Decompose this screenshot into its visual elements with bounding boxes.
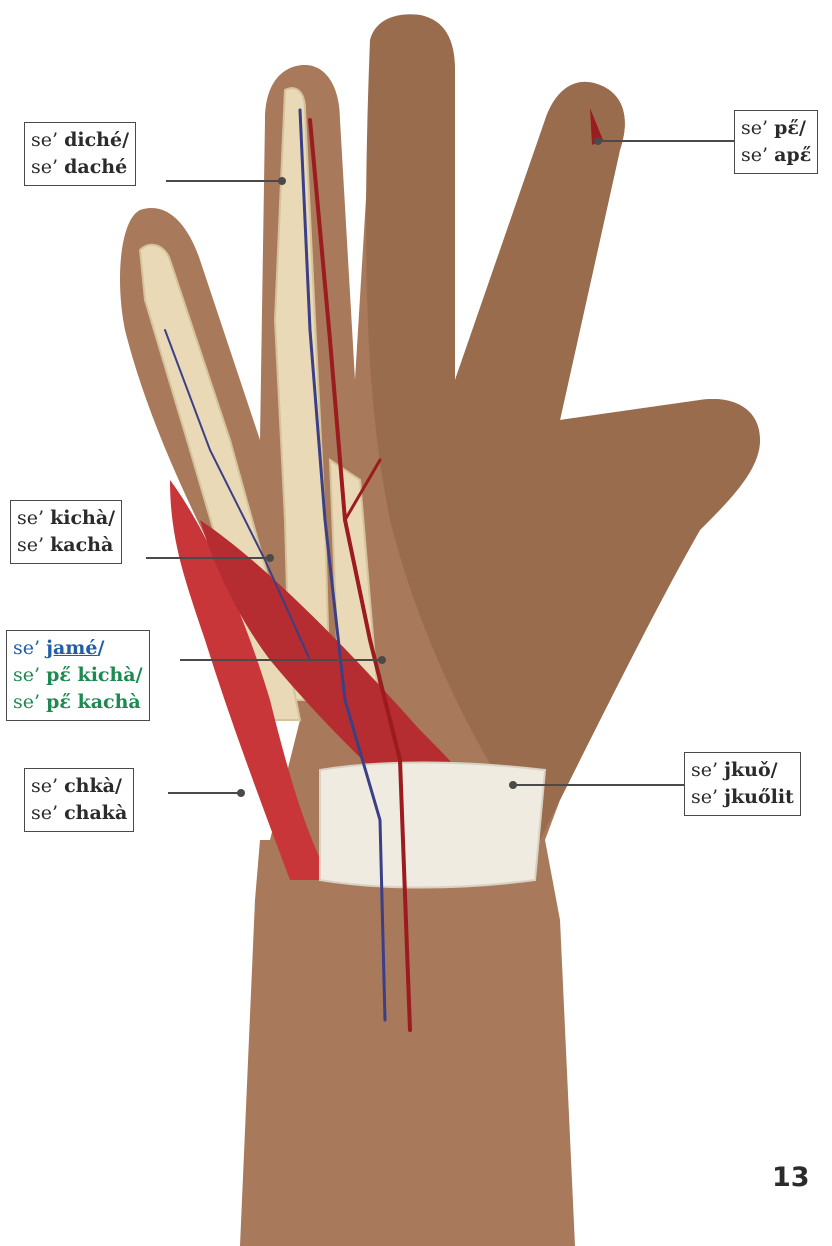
- label-thumb-tip: se’ pɛ̋/ se’ apɛ̋: [734, 110, 818, 174]
- wrist-ligament: [320, 763, 545, 888]
- label-fingertip: se’ diché/ se’ daché: [24, 122, 136, 186]
- label-finger-bone: se’ kichà/ se’ kachà: [10, 500, 122, 564]
- page-number: 13: [772, 1162, 810, 1193]
- forearm: [240, 840, 575, 1246]
- label-palm: se’ jkuǒ/ se’ jkuőlit: [684, 752, 801, 816]
- label-vessel: se’ jamé/ se’ pɛ̋ kichà/ se’ pɛ̋ kachà: [6, 630, 150, 721]
- label-muscle: se’ chkà/ se’ chakà: [24, 768, 134, 832]
